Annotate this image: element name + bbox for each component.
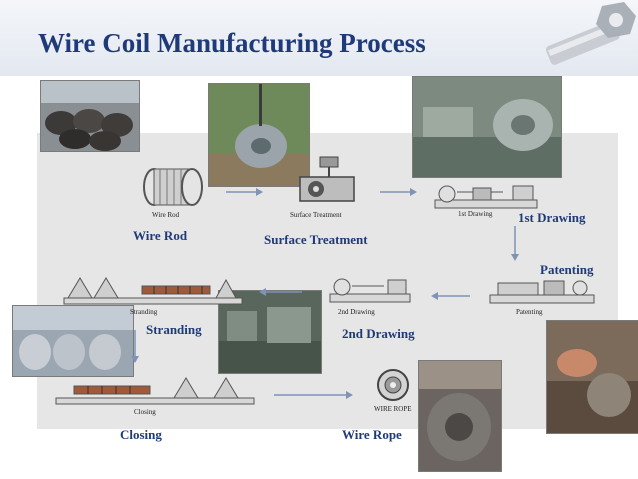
patenting-label: Patenting bbox=[540, 262, 594, 277]
surface-treatment-caption: Surface Treatment bbox=[290, 211, 342, 219]
stranding-label: Stranding bbox=[146, 322, 202, 337]
second-drawing-label: 2nd Drawing bbox=[342, 326, 415, 341]
wire-rod-label: Wire Rod bbox=[133, 228, 188, 243]
stranding-caption: Stranding bbox=[130, 308, 158, 316]
surface-treatment-label: Surface Treatment bbox=[264, 232, 368, 247]
first-drawing-machine-icon bbox=[434, 185, 538, 209]
surface-treatment-photo bbox=[208, 83, 310, 187]
first-drawing-caption: 1st Drawing bbox=[458, 210, 493, 218]
second-drawing-machine-icon bbox=[329, 278, 411, 303]
arrow-rod-to-surface bbox=[226, 188, 263, 196]
surface-treatment-tank-icon bbox=[299, 156, 355, 202]
closing-caption: Closing bbox=[134, 408, 156, 416]
patenting-photo bbox=[546, 320, 638, 434]
wire-rod-photo bbox=[40, 80, 140, 152]
patenting-furnace-icon bbox=[489, 280, 595, 304]
bolt-nut-icon bbox=[545, 2, 636, 65]
wire-rope-label: Wire Rope bbox=[342, 427, 402, 442]
patenting-caption: Patenting bbox=[516, 308, 543, 316]
closing-machine-icon bbox=[55, 377, 255, 405]
first-drawing-label: 1st Drawing bbox=[518, 210, 586, 225]
title-band bbox=[0, 0, 638, 76]
wire-rope-reel-icon bbox=[377, 369, 409, 401]
wire-rope-photo bbox=[418, 360, 502, 472]
arrow-closing-to-wire-rope bbox=[274, 391, 353, 399]
wire-rod-coil-icon bbox=[143, 168, 203, 206]
wire-rope-caption: WIRE ROPE bbox=[374, 405, 412, 413]
stranding-photo bbox=[12, 305, 134, 377]
second-drawing-photo bbox=[218, 290, 322, 374]
arrow-surface-to-first-drawing bbox=[380, 188, 417, 196]
arrow-stranding-to-closing bbox=[131, 330, 139, 363]
arrow-first-drawing-to-patenting bbox=[511, 226, 519, 261]
arrow-patenting-to-second-drawing bbox=[431, 292, 470, 300]
first-drawing-photo bbox=[412, 76, 562, 178]
slide-title: Wire Coil Manufacturing Process bbox=[38, 28, 426, 58]
stranding-machine-icon bbox=[63, 277, 243, 305]
closing-label: Closing bbox=[120, 427, 162, 442]
wire-rod-caption: Wire Rod bbox=[152, 211, 180, 219]
second-drawing-caption: 2nd Drawing bbox=[338, 308, 375, 316]
arrow-second-drawing-to-stranding bbox=[259, 288, 302, 296]
